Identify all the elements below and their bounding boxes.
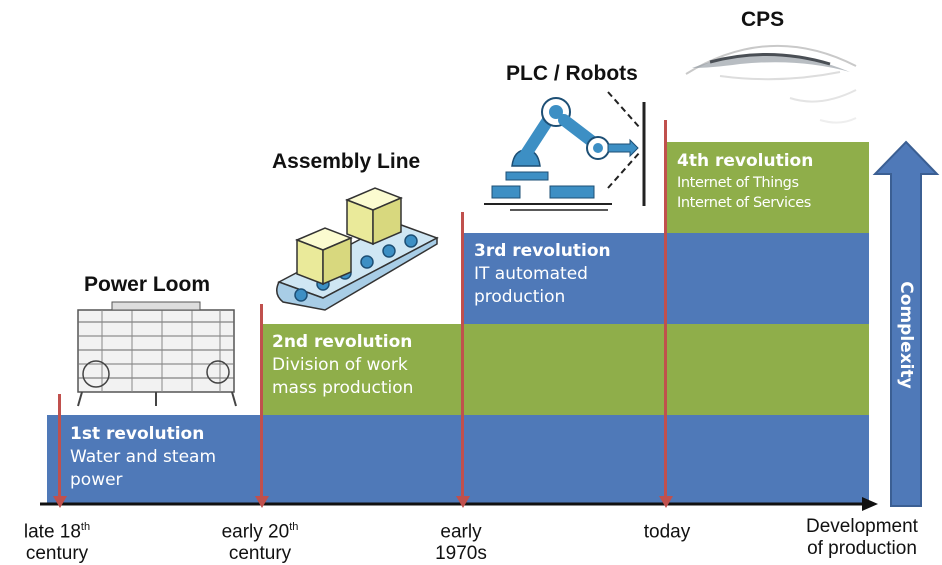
revolution-3-text: 3rd revolution IT automated production	[474, 240, 611, 309]
revolution-4-line-2: Internet of Services	[677, 195, 811, 211]
revolution-1-line-1: Water and steam	[70, 447, 217, 467]
power-loom-icon	[77, 301, 237, 407]
revolution-2-line-2: mass production	[272, 378, 414, 398]
complexity-arrow-icon	[872, 140, 940, 507]
tick-2-arrowhead	[255, 496, 269, 508]
label-cps: CPS	[741, 8, 785, 31]
era-2-main: early 20	[221, 521, 290, 543]
revolution-2-line-1: Division of work	[272, 355, 408, 375]
era-4-main: today	[643, 521, 691, 543]
layer-2-green	[262, 324, 869, 415]
era-1-second: century	[25, 543, 89, 565]
era-label-3: early 1970s	[416, 516, 506, 565]
era-label-1: late 18th century	[2, 516, 112, 565]
cps-eye-icon	[685, 44, 857, 124]
revolution-4-text: 4th revolution Internet of Things Intern…	[677, 150, 813, 213]
era-label-4: today	[622, 516, 712, 543]
complexity-label: Complexity	[896, 281, 916, 389]
tick-2	[260, 304, 263, 498]
revolution-3-line-2: production	[474, 287, 566, 307]
robot-arm-icon	[484, 91, 646, 211]
era-label-2: early 20th century	[200, 516, 320, 565]
revolution-2-text: 2nd revolution Division of work mass pro…	[272, 331, 413, 400]
era-3-second: 1970s	[435, 543, 487, 565]
era-1-sup: th	[80, 521, 91, 533]
label-assembly-line: Assembly Line	[272, 150, 421, 173]
axis-label: Development of production	[784, 516, 940, 560]
era-3-main: early	[440, 521, 482, 543]
layer-1-blue	[47, 415, 869, 503]
tick-4	[664, 120, 667, 498]
revolution-1-line-2: power	[70, 470, 123, 490]
label-power-loom: Power Loom	[84, 273, 211, 296]
revolution-1-title: 1st revolution	[70, 424, 205, 444]
revolution-1-text: 1st revolution Water and steam power	[70, 423, 216, 492]
tick-3-arrowhead	[456, 496, 470, 508]
revolution-3-title: 3rd revolution	[474, 241, 611, 261]
revolution-2-title: 2nd revolution	[272, 332, 413, 352]
assembly-line-icon	[276, 187, 439, 311]
era-2-second: century	[228, 543, 292, 565]
tick-1-arrowhead	[53, 496, 67, 508]
revolution-3-line-1: IT automated	[474, 264, 588, 284]
tick-1	[58, 394, 61, 498]
axis-label-line-2: of production	[807, 538, 917, 559]
layer-4-green	[665, 142, 869, 233]
axis-label-line-1: Development	[806, 516, 918, 537]
tick-3	[461, 212, 464, 498]
revolution-4-line-1: Internet of Things	[677, 175, 799, 191]
revolution-4-title: 4th revolution	[677, 151, 814, 171]
tick-4-arrowhead	[659, 496, 673, 508]
label-plc-robots: PLC / Robots	[506, 62, 638, 85]
era-2-sup: th	[289, 521, 299, 533]
era-1-main: late 18	[23, 521, 81, 543]
timeline-axis	[40, 497, 878, 511]
